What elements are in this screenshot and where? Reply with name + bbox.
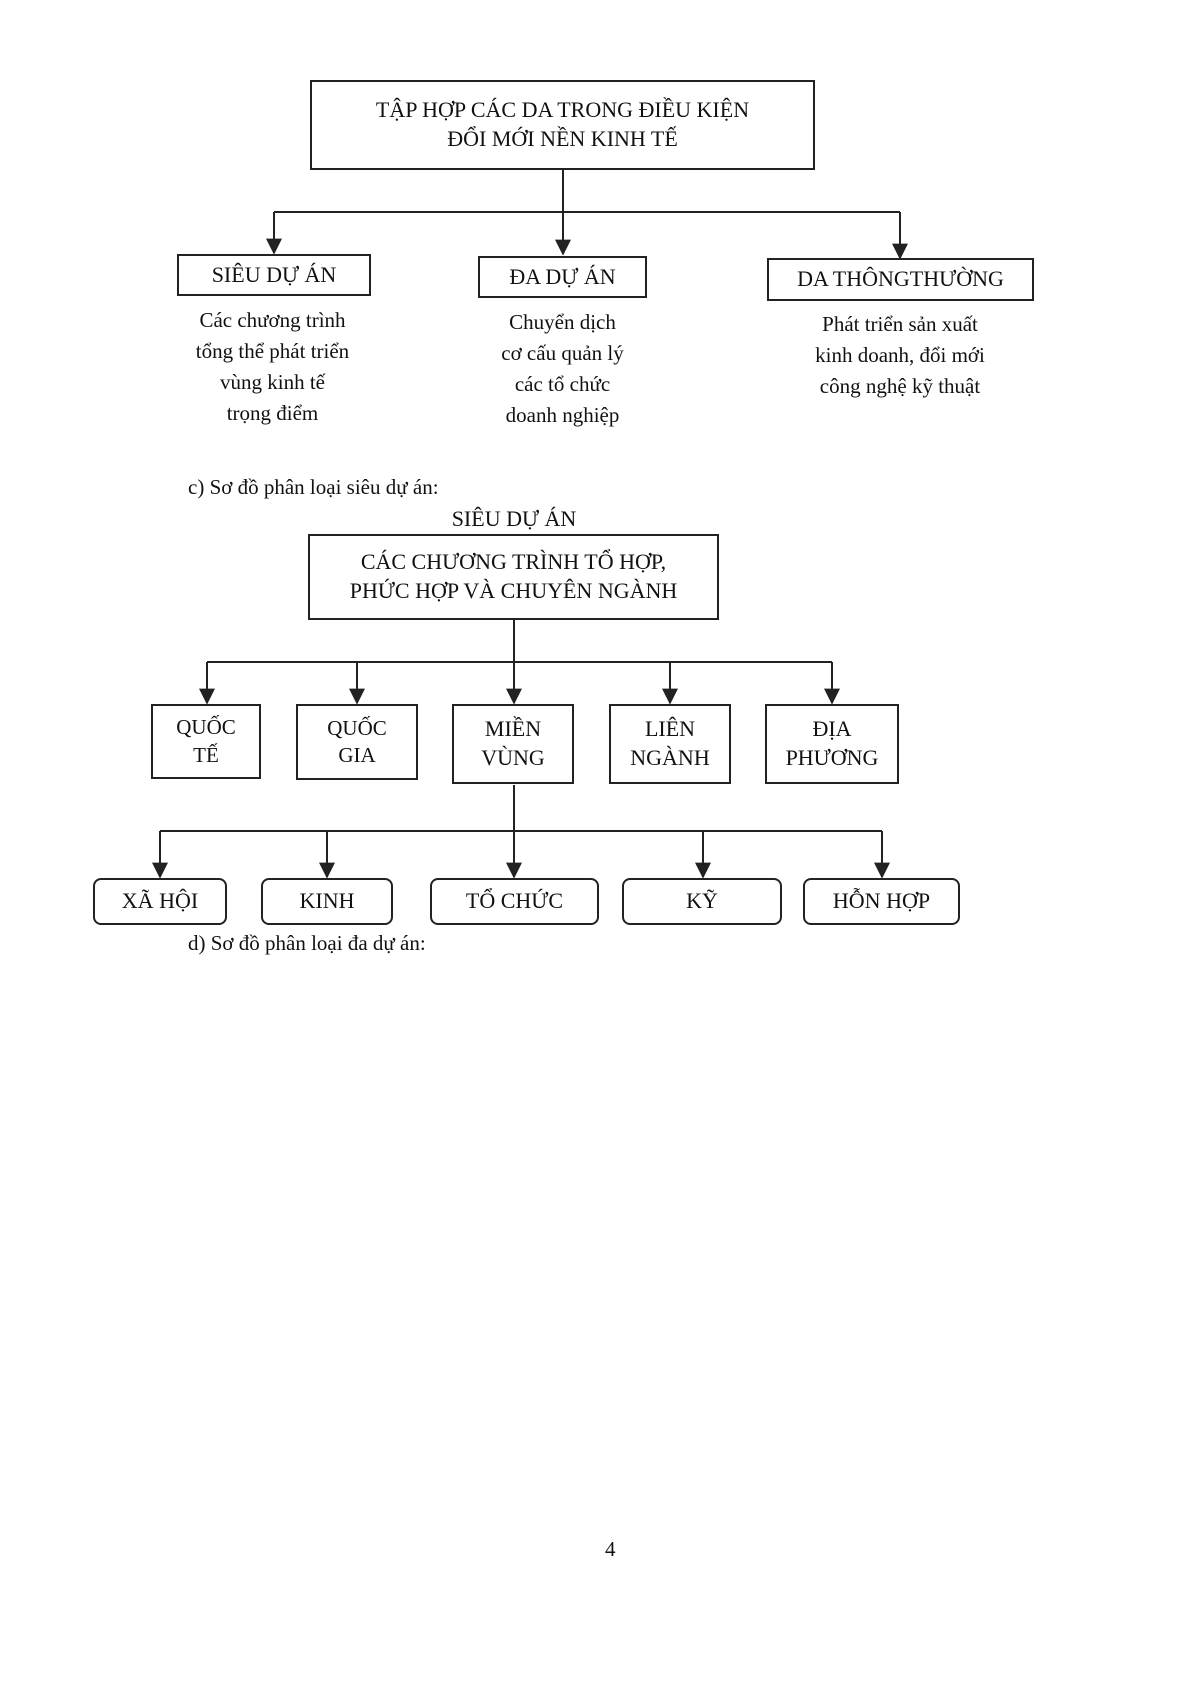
root-box-chuong-trinh: CÁC CHƯƠNG TRÌNH TỔ HỢP, PHỨC HỢP VÀ CHU… (308, 534, 719, 620)
box-line: LIÊN (644, 716, 696, 742)
box-xa-hoi: XÃ HỘI (93, 878, 227, 925)
box-sieu-du-an-label: SIÊU DỰ ÁN (211, 261, 337, 287)
box-mien-vung: MIỀN VÙNG (452, 704, 574, 784)
desc-line: tổng thể phát triển (195, 339, 350, 363)
box-ky-thuat: KỸ (622, 878, 782, 925)
root-box-du-an-doi-moi: TẬP HỢP CÁC DA TRONG ĐIỀU KIỆN ĐỔI MỚI N… (310, 80, 815, 170)
root-box-line-2: PHỨC HỢP VÀ CHUYÊN NGÀNH (349, 578, 678, 603)
desc-line: kinh doanh, đổi mới (815, 343, 985, 367)
box-line: TỔ CHỨC (465, 888, 564, 914)
desc-line: vùng kinh tế (220, 370, 325, 394)
box-line: NGÀNH (630, 745, 710, 770)
desc-da-du-an: Chuyển dịch cơ cấu quản lý các tổ chức d… (450, 307, 675, 431)
root-box-line-1: TẬP HỢP CÁC DA TRONG ĐIỀU KIỆN (375, 97, 750, 123)
desc-sieu-du-an: Các chương trình tổng thể phát triển vùn… (160, 305, 385, 429)
box-da-thong-thuong-label: DA THÔNGTHƯỜNG (797, 266, 1004, 292)
box-line: TẾ (193, 742, 219, 767)
box-da-du-an: ĐA DỰ ÁN (478, 256, 647, 298)
box-line: PHƯƠNG (785, 745, 879, 770)
desc-line: công nghệ kỹ thuật (819, 374, 981, 398)
desc-da-thong-thuong: Phát triển sản xuất kinh doanh, đổi mới … (780, 309, 1020, 402)
root-box-line-2: ĐỔI MỚI NỀN KINH TẾ (447, 126, 678, 151)
desc-line: trọng điểm (226, 401, 319, 425)
desc-line: Các chương trình (199, 308, 346, 332)
box-line: KINH (299, 888, 355, 914)
box-quoc-te: QUỐC TẾ (151, 704, 261, 779)
box-line: QUỐC (176, 715, 236, 740)
desc-line: doanh nghiệp (505, 403, 620, 427)
box-sieu-du-an: SIÊU DỰ ÁN (177, 254, 371, 296)
box-to-chuc: TỔ CHỨC (430, 878, 599, 925)
box-line: VÙNG (481, 745, 545, 770)
box-line: XÃ HỘI (121, 888, 199, 914)
page-number: 4 (605, 1537, 616, 1561)
box-line: MIỀN (484, 716, 542, 742)
box-hon-hop: HỖN HỢP (803, 878, 960, 925)
desc-line: cơ cấu quản lý (501, 341, 624, 365)
diagram2-title: SIÊU DỰ ÁN (451, 506, 577, 531)
caption-c: c) Sơ đồ phân loại siêu dự án: (188, 475, 439, 499)
desc-line: Chuyển dịch (509, 310, 616, 334)
box-kinh-te: KINH (261, 878, 393, 925)
box-da-du-an-label: ĐA DỰ ÁN (509, 263, 616, 289)
root-box-line-1: CÁC CHƯƠNG TRÌNH TỔ HỢP, (360, 549, 667, 575)
box-line: GIA (338, 743, 376, 767)
box-line: QUỐC (327, 715, 387, 740)
box-line: KỸ (686, 888, 718, 914)
box-quoc-gia: QUỐC GIA (296, 704, 418, 780)
box-dia-phuong: ĐỊA PHƯƠNG (765, 704, 899, 784)
box-line: ĐỊA (812, 716, 852, 742)
caption-d: d) Sơ đồ phân loại đa dự án: (188, 931, 426, 955)
box-da-thong-thuong: DA THÔNGTHƯỜNG (767, 258, 1034, 301)
desc-line: Phát triển sản xuất (822, 312, 978, 336)
box-lien-nganh: LIÊN NGÀNH (609, 704, 731, 784)
desc-line: các tổ chức (514, 372, 611, 396)
box-line: HỖN HỢP (832, 888, 931, 914)
